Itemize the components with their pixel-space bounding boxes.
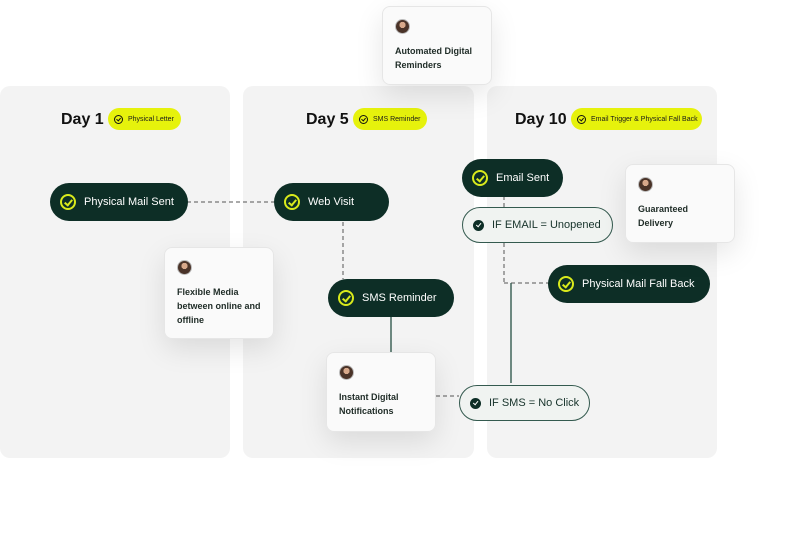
email-sent-label: Email Sent [496,172,550,184]
physical-mail-sent-step[interactable]: Physical Mail Sent [50,183,188,221]
day-1-heading: Day 1 [61,111,104,128]
if-sms-no-click-condition[interactable]: IF SMS = No Click [459,385,590,421]
sms-reminder-step[interactable]: SMS Reminder [328,279,454,317]
automated-digital-reminders-text: Automated Digital Reminders [395,46,473,70]
person-avatar-icon [395,19,410,34]
sms-reminder-label: SMS Reminder [362,292,437,304]
person-avatar-icon [177,260,192,275]
if-email-unopened-condition[interactable]: IF EMAIL = Unopened [462,207,613,243]
email-sent-step[interactable]: Email Sent [462,159,563,197]
check-circle-icon [284,194,300,210]
check-circle-icon [558,276,574,292]
web-visit-step[interactable]: Web Visit [274,183,389,221]
check-circle-icon [359,114,368,124]
check-circle-icon [473,219,484,231]
guaranteed-delivery-text: Guaranteed Delivery [638,204,689,228]
day-5-heading: Day 5 [306,111,349,128]
check-circle-icon [472,170,488,186]
physical-mail-fall-back-step[interactable]: Physical Mail Fall Back [548,265,710,303]
day-1-tag: Physical Letter [108,108,181,130]
web-visit-label: Web Visit [308,196,355,208]
physical-mail-sent-label: Physical Mail Sent [84,196,174,208]
check-circle-icon [114,114,123,124]
person-avatar-icon [638,177,653,192]
flexible-media-card: Flexible Media between online and offlin… [164,247,274,339]
guaranteed-delivery-card: Guaranteed Delivery [625,164,735,243]
automated-digital-reminders-card: Automated Digital Reminders [382,6,492,85]
if-sms-no-click-label: IF SMS = No Click [489,397,580,409]
check-circle-icon [338,290,354,306]
if-email-unopened-label: IF EMAIL = Unopened [492,219,601,231]
flexible-media-text: Flexible Media between online and offlin… [177,287,261,325]
instant-digital-notifications-card: Instant Digital Notifications [326,352,436,432]
day-10-tag: Email Trigger & Physical Fall Back [571,108,702,130]
check-circle-icon [470,397,481,409]
day-1-tag-label: Physical Letter [128,115,174,123]
person-avatar-icon [339,365,354,380]
day-10-heading: Day 10 [515,111,567,128]
day-10-tag-label: Email Trigger & Physical Fall Back [591,115,698,123]
instant-digital-notifications-text: Instant Digital Notifications [339,392,399,416]
physical-mail-fall-back-label: Physical Mail Fall Back [582,278,695,290]
day-5-tag: SMS Reminder [353,108,427,130]
check-circle-icon [60,194,76,210]
day-5-tag-label: SMS Reminder [373,115,421,123]
check-circle-icon [577,114,586,124]
